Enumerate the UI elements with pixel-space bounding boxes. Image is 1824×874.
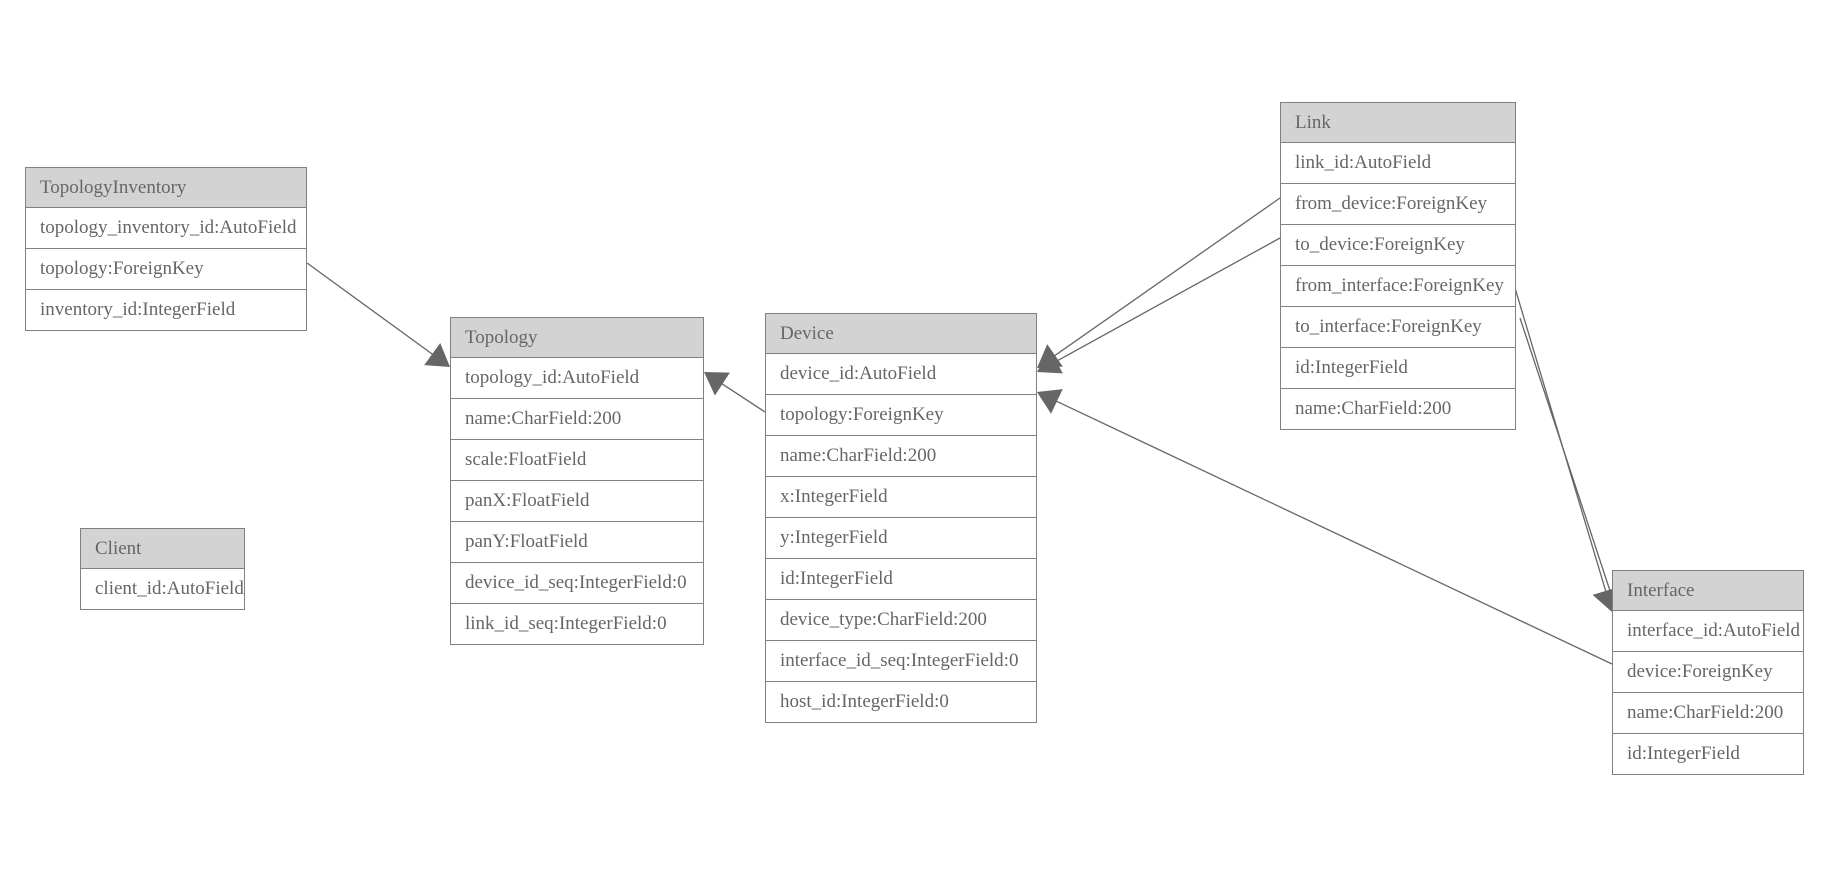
edge-link-device-to xyxy=(1037,237,1281,374)
edge-line xyxy=(1519,317,1612,594)
edge-line xyxy=(306,262,435,356)
entity-field: to_interface:ForeignKey xyxy=(1281,307,1515,348)
entity-field: interface_id:AutoField xyxy=(1613,611,1803,652)
entity-field: name:CharField:200 xyxy=(1281,389,1515,429)
entity-field: y:IntegerField xyxy=(766,518,1036,559)
entity-field: device_type:CharField:200 xyxy=(766,600,1036,641)
entity-field: name:CharField:200 xyxy=(1613,693,1803,734)
entity-field: device:ForeignKey xyxy=(1613,652,1803,693)
edge-line xyxy=(1054,237,1281,363)
edge-arrowhead-icon xyxy=(424,343,450,367)
entity-title-client: Client xyxy=(81,529,244,569)
entity-title-device: Device xyxy=(766,314,1036,354)
entity-field: name:CharField:200 xyxy=(766,436,1036,477)
entity-field: inventory_id:IntegerField xyxy=(26,290,306,330)
entity-field: host_id:IntegerField:0 xyxy=(766,682,1036,722)
entity-field: id:IntegerField xyxy=(766,559,1036,600)
edge-line xyxy=(1511,277,1607,594)
entity-field: x:IntegerField xyxy=(766,477,1036,518)
edge-arrowhead-icon xyxy=(1037,344,1063,368)
edge-device-topology xyxy=(704,372,766,413)
entity-title-topology: Topology xyxy=(451,318,703,358)
entity-field: client_id:AutoField xyxy=(81,569,244,609)
entity-field: to_device:ForeignKey xyxy=(1281,225,1515,266)
edge-arrowhead-icon xyxy=(1037,389,1063,414)
entity-field: topology:ForeignKey xyxy=(766,395,1036,436)
edge-line xyxy=(1054,399,1613,665)
entity-field: id:IntegerField xyxy=(1613,734,1803,774)
entity-field: from_interface:ForeignKey xyxy=(1281,266,1515,307)
entity-title-interface: Interface xyxy=(1613,571,1803,611)
entity-field-list: client_id:AutoField xyxy=(81,569,244,609)
entity-field: topology_inventory_id:AutoField xyxy=(26,208,306,249)
entity-title-topology_inventory: TopologyInventory xyxy=(26,168,306,208)
entity-field: topology_id:AutoField xyxy=(451,358,703,399)
entity-field: id:IntegerField xyxy=(1281,348,1515,389)
edge-interface-device xyxy=(1037,389,1613,665)
edge-arrowhead-icon xyxy=(704,372,730,396)
entity-field: link_id_seq:IntegerField:0 xyxy=(451,604,703,644)
entity-title-link: Link xyxy=(1281,103,1515,143)
edge-link-interface-to xyxy=(1519,317,1624,612)
edge-line xyxy=(1053,197,1281,358)
entity-field: interface_id_seq:IntegerField:0 xyxy=(766,641,1036,682)
edge-line xyxy=(720,382,766,413)
entity-field: link_id:AutoField xyxy=(1281,143,1515,184)
edge-topologyinventory-topology xyxy=(306,262,450,367)
edge-link-device-from xyxy=(1037,197,1281,368)
entity-field: topology:ForeignKey xyxy=(26,249,306,290)
entity-field: device_id:AutoField xyxy=(766,354,1036,395)
entity-field: panY:FloatField xyxy=(451,522,703,563)
edge-arrowhead-icon xyxy=(1037,349,1063,374)
entity-field: scale:FloatField xyxy=(451,440,703,481)
entity-field: device_id_seq:IntegerField:0 xyxy=(451,563,703,604)
entity-field: name:CharField:200 xyxy=(451,399,703,440)
entity-field: from_device:ForeignKey xyxy=(1281,184,1515,225)
entity-field: panX:FloatField xyxy=(451,481,703,522)
edge-link-interface-from xyxy=(1511,277,1619,612)
